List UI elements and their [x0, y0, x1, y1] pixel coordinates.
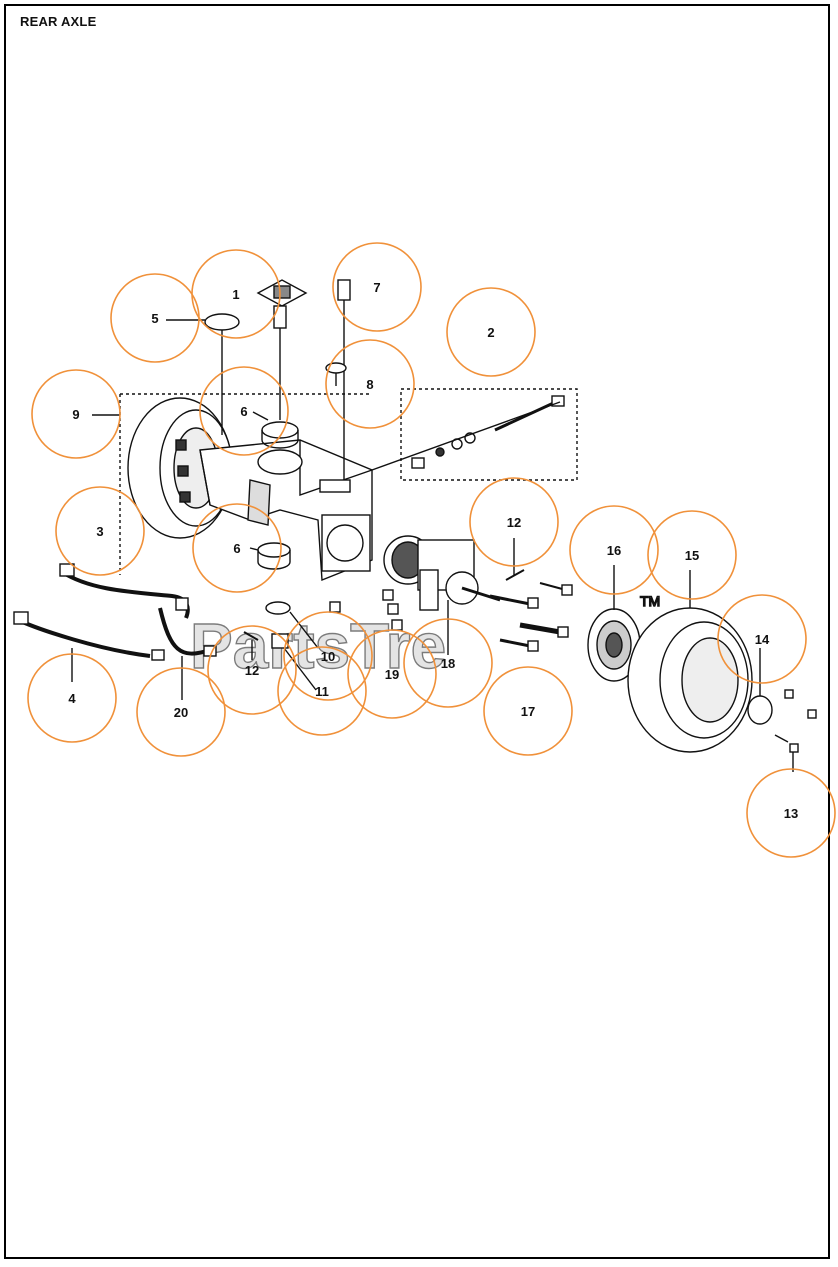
callout-label-20: 20	[174, 705, 188, 720]
right-wheel-tire	[627, 570, 753, 753]
callout-circle-17[interactable]	[483, 666, 573, 756]
callout-circle-9[interactable]	[31, 369, 121, 459]
hydraulic-hose-upper	[60, 570, 190, 619]
watermark-tm: TM	[640, 593, 660, 609]
cotter-pin-right	[505, 569, 525, 581]
callout-label-10: 10	[321, 649, 335, 664]
callout-label-7: 7	[373, 280, 380, 295]
callout-circle-6b[interactable]	[192, 503, 282, 593]
motor-bolts	[382, 589, 569, 652]
callout-label-14: 14	[755, 632, 770, 647]
callout-label-8: 8	[366, 377, 373, 392]
clamp	[271, 633, 289, 649]
hub-cap	[747, 695, 773, 725]
callout-circle-10[interactable]	[283, 611, 373, 701]
pivot-plate	[256, 279, 308, 420]
callout-label-13: 13	[784, 806, 798, 821]
callout-circle-12b[interactable]	[469, 477, 559, 567]
callout-circle-3[interactable]	[55, 486, 145, 576]
wheel-hub	[587, 565, 641, 682]
callout-circle-19[interactable]	[347, 629, 437, 719]
axle-housing	[199, 439, 373, 582]
callout-label-4: 4	[68, 691, 76, 706]
callout-label-17: 17	[521, 704, 535, 719]
callout-circle-4[interactable]	[27, 653, 117, 743]
callout-circle-5[interactable]	[110, 273, 200, 363]
callout-label-2: 2	[487, 325, 494, 340]
callout-circle-16[interactable]	[569, 505, 659, 595]
callout-circle-2[interactable]	[446, 287, 536, 377]
callout-circle-18[interactable]	[403, 618, 493, 708]
callout-label-5: 5	[151, 311, 158, 326]
callout-label-15: 15	[685, 548, 699, 563]
washer	[204, 313, 240, 331]
callout-circle-20[interactable]	[136, 667, 226, 757]
callout-label-1: 1	[232, 287, 239, 302]
dashed-group-box-left	[119, 393, 372, 575]
callout-label-18: 18	[441, 656, 455, 671]
callout-circle-14[interactable]	[717, 594, 807, 684]
small-washer	[265, 601, 291, 615]
hydraulic-motor	[383, 535, 501, 611]
callout-circle-11[interactable]	[277, 646, 367, 736]
pin	[337, 279, 351, 301]
bushing-lower	[257, 542, 291, 558]
callout-label-6b: 6	[233, 541, 240, 556]
hydraulic-hose-mid	[158, 607, 211, 656]
long-bolt-assembly	[371, 395, 565, 471]
page-title: REAR AXLE	[20, 14, 97, 29]
callout-circle-6a[interactable]	[199, 366, 289, 456]
hydraulic-hose-lower	[17, 618, 151, 658]
lug-nuts	[774, 689, 817, 772]
callout-label-12b: 12	[507, 515, 521, 530]
callout-circle-15[interactable]	[647, 510, 737, 600]
callout-circle-13[interactable]	[746, 768, 836, 858]
callout-circle-8[interactable]	[325, 339, 415, 429]
callout-label-16: 16	[607, 543, 621, 558]
callout-label-9: 9	[72, 407, 79, 422]
callout-label-19: 19	[385, 667, 399, 682]
callout-label-3: 3	[96, 524, 103, 539]
callout-circle-12a[interactable]	[207, 625, 297, 715]
callout-label-11: 11	[315, 684, 329, 699]
diagram-frame	[4, 4, 830, 1259]
callout-label-12a: 12	[245, 663, 259, 678]
callout-label-6a: 6	[240, 404, 247, 419]
callout-circle-7[interactable]	[332, 242, 422, 332]
dashed-group-box-right	[400, 388, 578, 481]
